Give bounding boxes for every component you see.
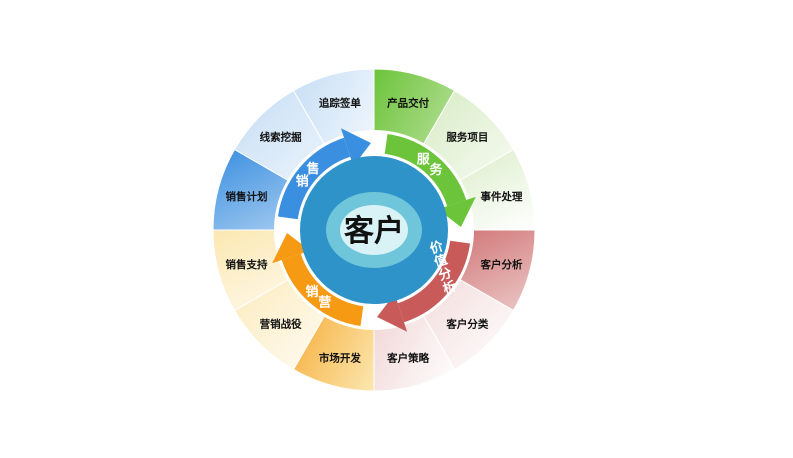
- segment-label: 营销战役: [260, 317, 302, 330]
- segment-label: 客户分类: [445, 317, 488, 330]
- arrow-head-icon: [272, 233, 311, 264]
- arrow-head-icon: [437, 196, 476, 227]
- arrow-label-char: 售: [307, 161, 320, 177]
- segment-label: 销售计划: [225, 190, 267, 203]
- arrow-label-char: 务: [430, 162, 444, 178]
- segment-label: 客户分析: [480, 258, 523, 271]
- arrow-label-char: 销: [296, 174, 309, 190]
- cycle-arrow: [281, 253, 364, 327]
- segment-label: 市场开发: [319, 352, 361, 365]
- arrow-head-icon: [377, 293, 408, 332]
- segment-label: 线索挖掘: [260, 131, 302, 144]
- segment-label: 追踪签单: [319, 96, 361, 109]
- cycle-arrow: [384, 133, 467, 207]
- segment-label: 销售支持: [225, 258, 267, 271]
- center-glow-inner: [340, 205, 408, 255]
- segment-label: 事件处理: [481, 190, 523, 203]
- arrow-label-char: 销: [305, 284, 318, 300]
- cycle-arrow: [277, 137, 351, 220]
- arrow-label-char: 服: [417, 152, 431, 167]
- arrow-label-char: 营: [318, 295, 331, 311]
- arrow-head-icon: [340, 128, 371, 167]
- center-label: 客户: [344, 214, 404, 249]
- segment-label: 产品交付: [387, 96, 429, 109]
- segment-label: 服务项目: [446, 131, 488, 144]
- cycle-arrow: [397, 240, 471, 323]
- segment-label: 客户策略: [386, 352, 429, 365]
